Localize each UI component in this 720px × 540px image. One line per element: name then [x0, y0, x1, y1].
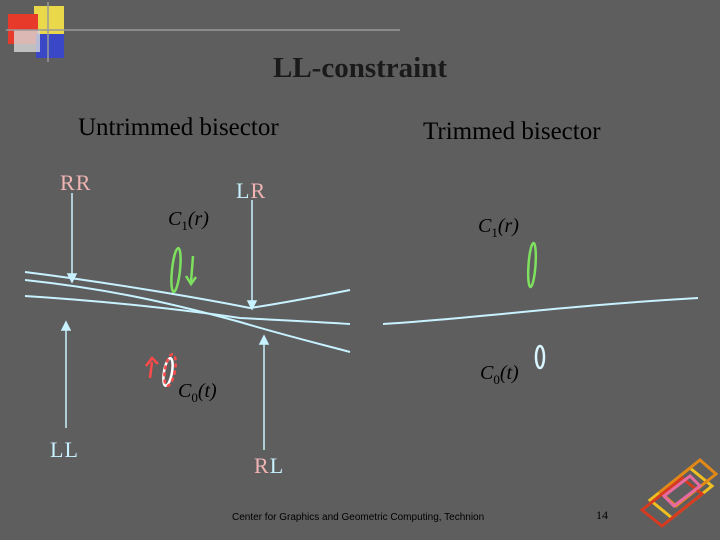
region-letter: R [60, 170, 76, 195]
curve-arg: (t) [197, 380, 217, 402]
pointer-arrows [60, 193, 270, 450]
bisector-curve-1 [24, 271, 351, 310]
curve-arg: (t) [499, 362, 519, 384]
trimmed-bisector-label: Trimmed bisector [423, 118, 601, 145]
region-letter: L [269, 453, 285, 478]
right-c1-label: C1(r) [478, 215, 519, 240]
region-label-rr: RR [60, 170, 91, 196]
region-letter: R [250, 178, 267, 203]
left-c0-label: C0(t) [178, 380, 217, 405]
bisector-curve-2 [24, 295, 351, 325]
trimmed-bisector-curve [382, 297, 699, 325]
curve-subscript: 0 [493, 372, 500, 387]
region-letter: L [50, 437, 65, 462]
trimmed-bisector [382, 297, 699, 325]
curve-base: C [178, 380, 192, 402]
region-letter: R [254, 453, 270, 478]
slide-title: LL-constraint [273, 52, 447, 84]
curve-arg: (r) [187, 208, 209, 230]
left-c1-label: C1(r) [168, 208, 209, 233]
left-c1-curve [170, 246, 198, 294]
footer-text: Center for Graphics and Geometric Comput… [232, 512, 485, 523]
region-label-lr: LR [236, 178, 266, 204]
right-c0-label: C0(t) [480, 362, 519, 387]
curve-subscript: 0 [191, 390, 198, 405]
region-label-rl: RL [254, 453, 284, 479]
left-c0-curve [145, 352, 177, 388]
curve-base: C [478, 215, 492, 237]
right-c1-curve [526, 241, 538, 289]
region-label-ll: LL [50, 437, 79, 463]
page-number: 14 [596, 508, 608, 522]
technion-logo [639, 458, 719, 528]
bisector-curve-3 [24, 279, 351, 353]
untrimmed-bisector-label: Untrimmed bisector [78, 114, 279, 141]
logo-squares [6, 2, 400, 62]
untrimmed-bisector [24, 271, 351, 353]
curve-arg: (r) [497, 215, 519, 237]
region-letter: R [75, 170, 92, 195]
region-letter: L [64, 437, 79, 462]
curve-subscript: 1 [491, 225, 498, 240]
right-c0-curve [534, 344, 546, 370]
curve-base: C [480, 362, 494, 384]
curve-subscript: 1 [181, 218, 188, 233]
region-letter: L [236, 178, 251, 203]
curve-base: C [168, 208, 182, 230]
